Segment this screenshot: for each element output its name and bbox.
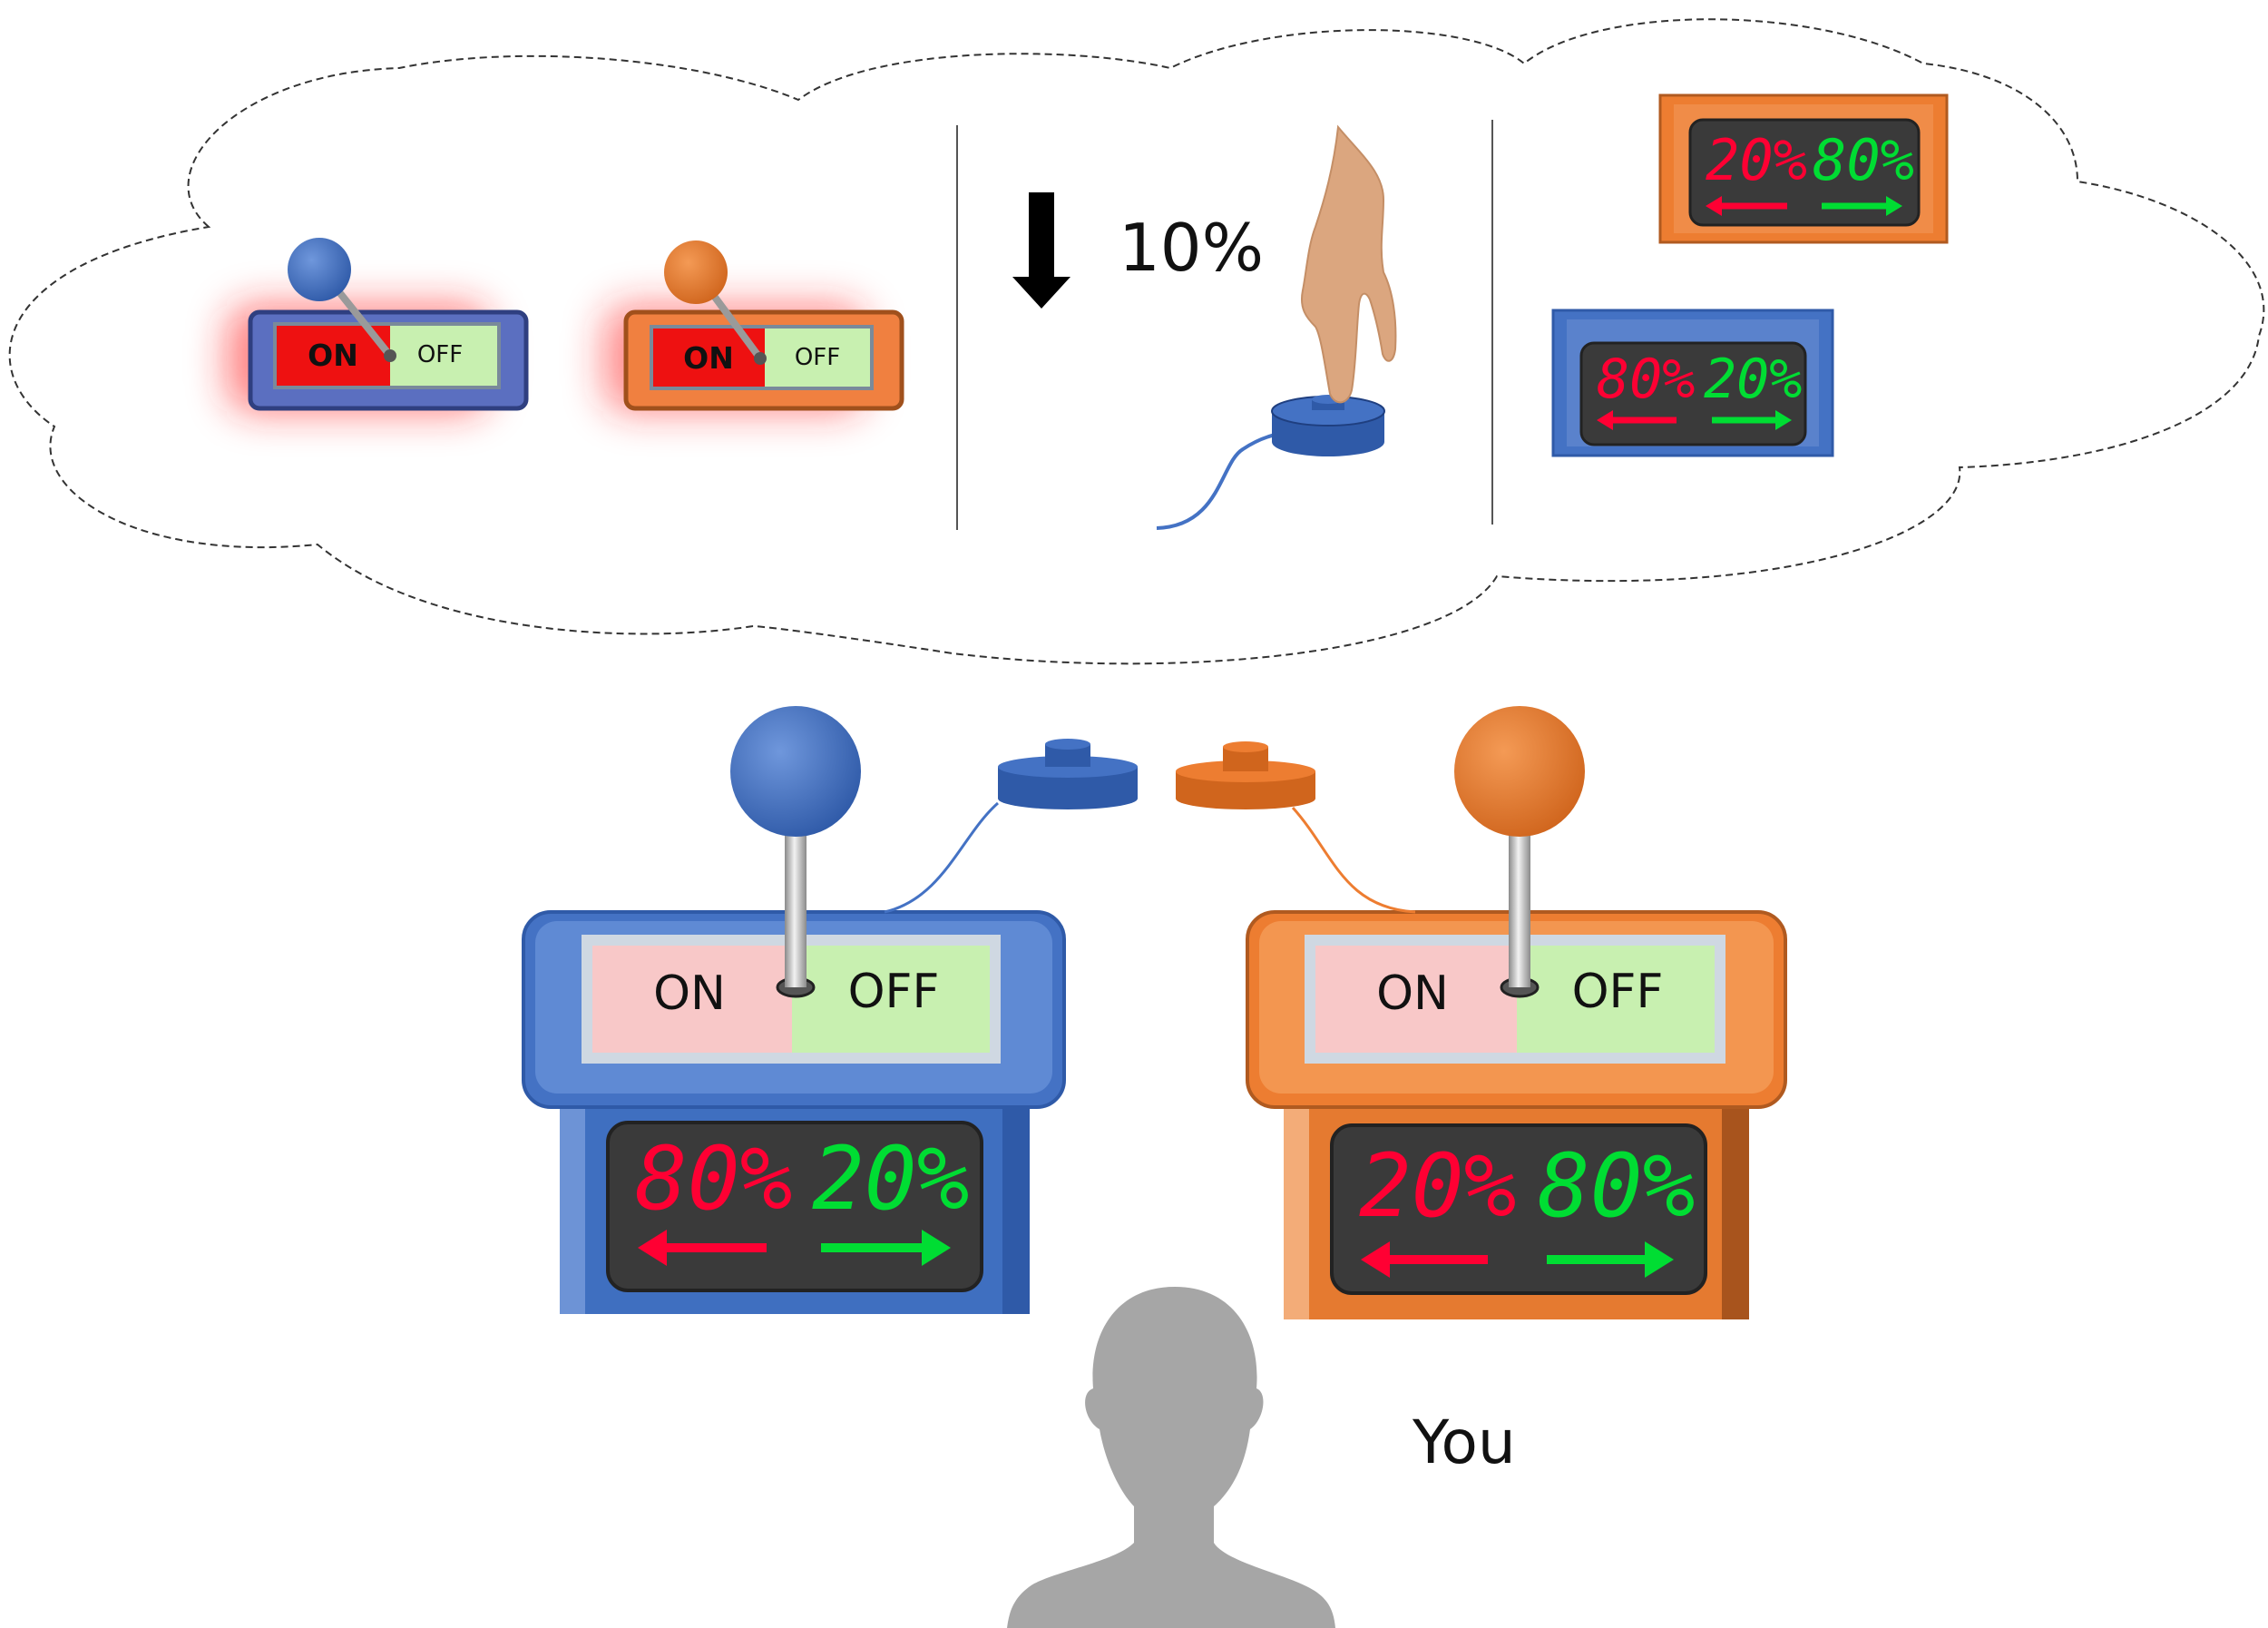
thought-switch-orange-knob — [664, 240, 728, 304]
orange-machine: ON OFF 20% 80% — [1176, 706, 1787, 1319]
thought-display-orange: 20% 80% — [1658, 93, 1949, 244]
thought-switch-orange-on-label: ON — [683, 340, 734, 376]
thought-switch-orange-off-label: OFF — [795, 344, 840, 371]
orange-lever-knob[interactable] — [1454, 706, 1585, 837]
finger-press-icon — [1156, 124, 1397, 530]
drop-percentage-text: 10% — [1119, 210, 1264, 286]
orange-machine-on-area[interactable] — [1315, 946, 1517, 1053]
thought-switch-blue-knob — [288, 238, 351, 301]
orange-machine-display — [1330, 1123, 1707, 1295]
thought-switch-orange: ON OFF — [603, 240, 904, 413]
orange-machine-off-area[interactable] — [1517, 946, 1715, 1053]
person-silhouette-icon — [1007, 1287, 1335, 1628]
orange-cable — [1291, 806, 1416, 914]
thought-switch-blue-on-label: ON — [308, 338, 358, 373]
orange-display-right: 80% — [1538, 1135, 1695, 1237]
thought-switch-blue: ON OFF — [227, 238, 529, 413]
blue-machine-on-area[interactable] — [592, 946, 792, 1053]
blue-lever-knob[interactable] — [730, 706, 861, 837]
blue-machine-off-area[interactable] — [792, 946, 990, 1053]
you-label: You — [1412, 1407, 1516, 1477]
thought-display-orange-left: 20% — [1706, 127, 1807, 193]
thought-cloud: ON OFF ON OFF 10% — [8, 18, 2265, 665]
orange-machine-on-label: ON — [1376, 966, 1449, 1021]
blue-machine-on-label: ON — [653, 966, 726, 1021]
thought-display-blue-left: 80% — [1597, 348, 1695, 411]
thought-switch-blue-off-label: OFF — [417, 341, 463, 368]
blue-machine: ON OFF 80% 20% — [522, 706, 1138, 1314]
orange-push-button[interactable] — [1176, 741, 1315, 809]
blue-display-right: 20% — [812, 1128, 969, 1230]
orange-display-left: 20% — [1359, 1135, 1516, 1237]
thought-display-blue-right: 20% — [1704, 348, 1802, 411]
blue-cable — [884, 801, 999, 914]
thought-display-orange-right: 80% — [1813, 127, 1914, 193]
orange-machine-off-label: OFF — [1572, 965, 1664, 1019]
blue-machine-off-label: OFF — [848, 965, 940, 1019]
blue-display-left: 80% — [635, 1128, 792, 1230]
thought-display-blue: 80% 20% — [1551, 309, 1834, 457]
blue-push-button[interactable] — [998, 739, 1138, 809]
down-arrow-icon — [1012, 192, 1070, 309]
